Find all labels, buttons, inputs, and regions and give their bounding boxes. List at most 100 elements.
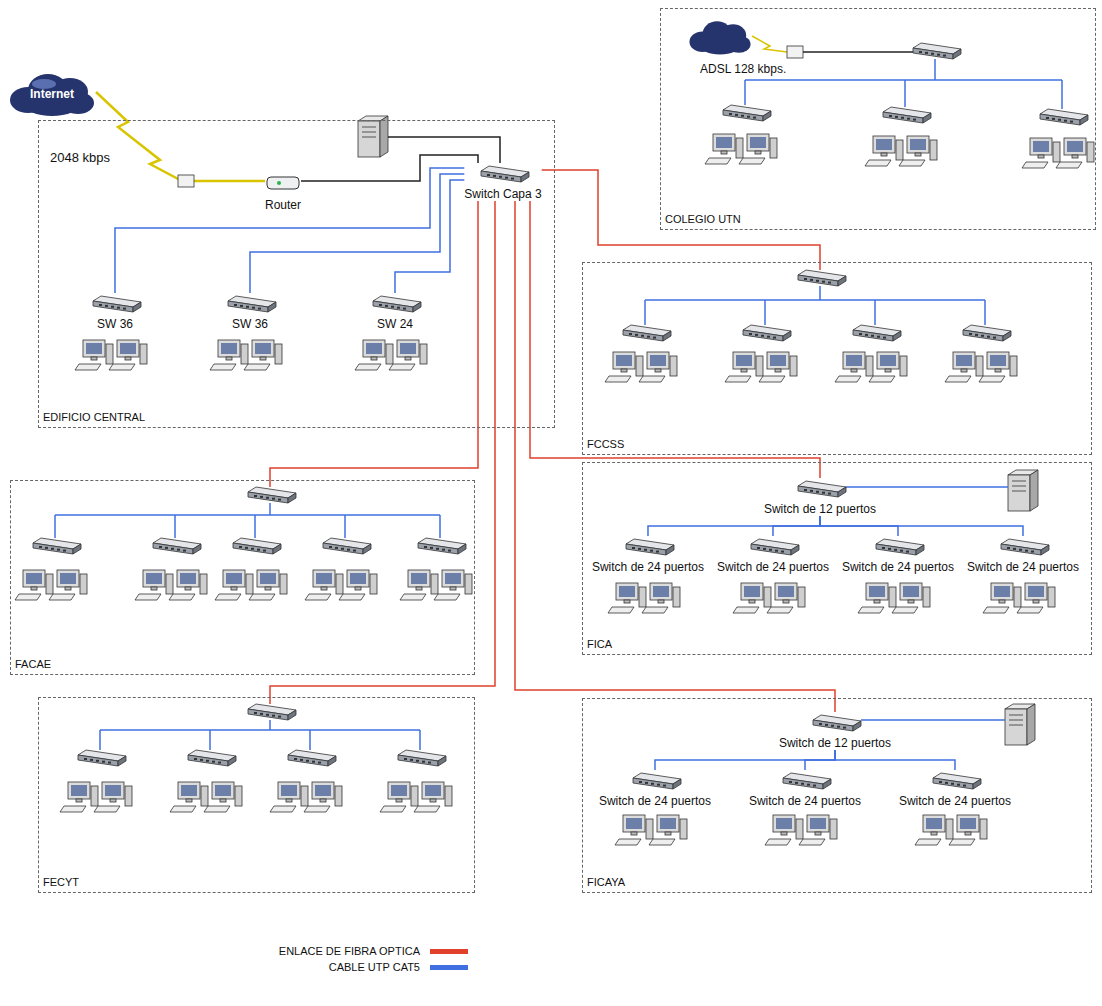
switch-front: [1040, 114, 1080, 125]
switch-port: [1019, 549, 1022, 551]
switch-port: [822, 492, 825, 494]
switch-port: [837, 726, 840, 728]
building-zone: FICAYASwitch de 12 puertosSwitch de 24 p…: [582, 698, 1092, 893]
pc-monitor: [23, 570, 45, 587]
switch-port: [245, 547, 248, 549]
switch-port: [159, 546, 162, 548]
pc-stand: [881, 153, 887, 156]
switch-front: [743, 330, 783, 341]
pc-tower: [235, 786, 242, 806]
device-label: Switch de 24 puertos: [842, 560, 954, 574]
switch-port: [945, 782, 948, 784]
pc-monitor: [907, 136, 929, 153]
pc-screen: [281, 785, 297, 796]
pc-monitor: [312, 782, 334, 799]
cloud-label: Internet: [30, 87, 74, 101]
pc-tower: [673, 587, 680, 607]
cable-line: [934, 59, 936, 80]
switch-port: [341, 548, 344, 550]
server-cable: [861, 719, 1005, 721]
switch-port: [335, 547, 338, 549]
switch-port: [969, 333, 972, 335]
pc-tower: [976, 356, 983, 376]
switch-port: [278, 716, 281, 718]
switch-port: [804, 278, 807, 280]
pc-screen: [960, 818, 976, 829]
pc-stand: [621, 369, 627, 372]
pc-monitor: [313, 570, 335, 587]
pc-monitor: [657, 815, 679, 832]
fiber-stub: [269, 480, 271, 487]
pc-keyboard: [49, 594, 75, 600]
switch-front: [188, 755, 228, 766]
switch-port: [117, 307, 120, 309]
server-front: [1008, 475, 1030, 511]
cable-line: [344, 515, 346, 538]
switch-port: [877, 336, 880, 338]
switch-port: [645, 782, 648, 784]
pc-tower: [680, 819, 687, 839]
pc-tower: [736, 138, 743, 158]
switch-port: [735, 114, 738, 116]
switch-port: [888, 548, 891, 550]
switch-side: [1041, 545, 1049, 555]
pc-screen: [146, 573, 162, 584]
pc-screen: [619, 586, 635, 597]
device-label: Switch de 24 puertos: [749, 794, 861, 808]
switch-port: [1052, 118, 1055, 120]
pc-monitor: [843, 352, 865, 369]
network-device: SW 24: [377, 293, 413, 331]
pc-keyboard: [642, 607, 668, 613]
switch-port: [57, 549, 60, 551]
switch-side: [288, 710, 296, 720]
switch-port: [775, 550, 778, 552]
switch-port: [1064, 120, 1067, 122]
network-link: [115, 168, 464, 293]
pc-keyboard: [1022, 162, 1048, 168]
cable-line: [764, 300, 766, 325]
switch-port: [882, 547, 885, 549]
cable-line: [744, 80, 746, 105]
pc-screen: [846, 355, 862, 366]
server-bay: [1012, 491, 1026, 492]
switch-port: [937, 54, 940, 56]
pc-monitor: [1064, 138, 1086, 155]
pc-monitor: [178, 782, 200, 799]
pc-stand: [405, 357, 411, 360]
device-label: Switch de 24 puertos: [899, 794, 1011, 808]
switch-port: [741, 115, 744, 117]
pc-stand: [260, 357, 266, 360]
switch-port: [487, 174, 490, 176]
switch-port: [422, 761, 425, 763]
pc-monitor: [953, 352, 975, 369]
pc-screen: [776, 818, 792, 829]
pc-tower: [896, 140, 903, 160]
switch-port: [801, 783, 804, 785]
switch-port: [403, 308, 406, 310]
switch-port: [755, 334, 758, 336]
pc-tower: [980, 819, 987, 839]
pc-stand: [624, 600, 630, 603]
switch-front: [398, 755, 438, 766]
pc-keyboard: [858, 607, 884, 613]
zone-label: FICAYA: [587, 876, 625, 889]
network-link: [835, 750, 955, 770]
pc-tower: [1014, 587, 1021, 607]
cable-line: [174, 515, 176, 538]
switch-side: [73, 544, 81, 554]
switch-side: [673, 779, 681, 789]
switch-front: [481, 171, 521, 182]
switch-front: [933, 778, 973, 789]
network-link: [648, 516, 820, 536]
pc-monitor: [347, 570, 369, 587]
switch-port: [254, 712, 257, 714]
pc-monitor: [747, 134, 769, 151]
pc-stand: [31, 587, 37, 590]
pc-screen: [910, 139, 926, 150]
switch-side: [273, 544, 281, 554]
pc-tower: [431, 574, 438, 594]
pc-tower: [125, 786, 132, 806]
switch-front: [33, 543, 73, 554]
switch-side: [953, 49, 961, 59]
switch-port: [653, 337, 656, 339]
